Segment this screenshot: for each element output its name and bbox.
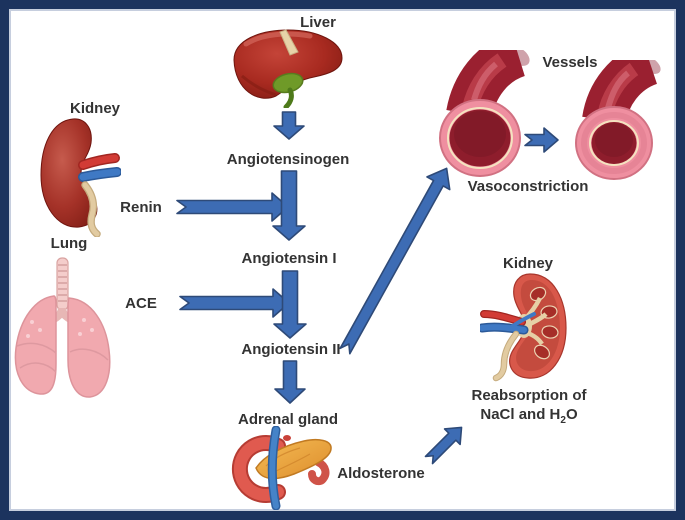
duodenum — [233, 437, 284, 501]
vasoconstriction-label: Vasoconstriction — [467, 178, 589, 195]
lung-illustration — [14, 257, 111, 398]
kidney-left-label: Kidney — [69, 100, 121, 117]
ace-label: ACE — [125, 295, 157, 312]
lung-label: Lung — [50, 235, 88, 252]
arrow-angiotensin-i-to-ii — [273, 270, 307, 339]
vessel-constricted-illustration — [575, 60, 661, 180]
reabsorption-line1: Reabsorption of — [471, 387, 587, 404]
arrow-liver-to-angiotensinogen — [273, 111, 305, 140]
renal-artery — [79, 154, 119, 169]
adrenal-gland-illustration — [231, 426, 332, 510]
kidney-left-illustration — [40, 118, 121, 237]
reabsorption-label: Reabsorption of NaCl and H2O — [472, 386, 587, 430]
renal-vein — [480, 324, 527, 333]
reabsorption-line2-prefix: NaCl and H — [480, 406, 561, 423]
kidney-right-illustration — [480, 273, 567, 382]
arrow-aldosterone-to-reabsorption — [424, 426, 463, 465]
ureter — [493, 331, 519, 381]
reabsorption-subscript: 2 — [560, 415, 566, 426]
arrow-renin — [176, 192, 289, 222]
arrow-angiotensin-ii-to-vessels — [339, 167, 451, 355]
liver-label: Liver — [300, 14, 336, 31]
aldosterone-label: Aldosterone — [337, 465, 425, 482]
renal-vein — [79, 168, 121, 181]
reabsorption-line2-suffix: O — [565, 406, 578, 423]
arrow-ace — [179, 288, 290, 318]
arrow-angiotensin-ii-to-adrenal — [274, 360, 306, 404]
angiotensinogen-label: Angiotensinogen — [226, 151, 350, 168]
angiotensin-ii-label: Angiotensin II — [241, 341, 341, 358]
ureter — [82, 182, 100, 237]
arrow-angiotensinogen-to-angiotensin-i — [272, 170, 306, 241]
adrenal-gland-label: Adrenal gland — [237, 411, 339, 428]
falciform-ligament — [279, 29, 299, 56]
blood-vessel — [269, 427, 279, 509]
vessel-open-illustration — [439, 50, 530, 177]
kidney-right-label: Kidney — [502, 255, 554, 272]
angiotensin-i-label: Angiotensin I — [241, 250, 337, 267]
vessels-label: Vessels — [542, 54, 598, 71]
liver-illustration — [233, 29, 343, 108]
renin-label: Renin — [120, 199, 162, 216]
